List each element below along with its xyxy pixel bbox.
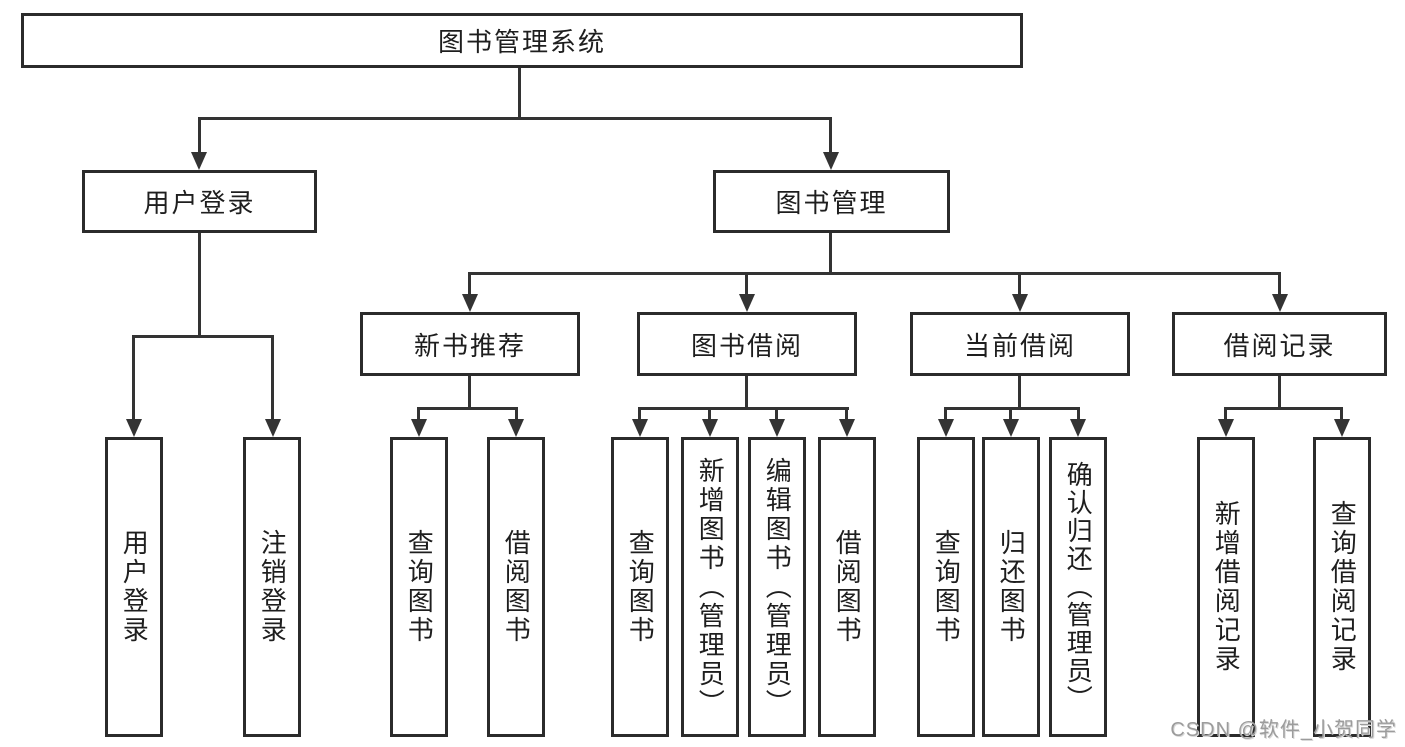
leaf-add-record: 新增借阅记录	[1197, 437, 1255, 737]
connector-drop	[845, 407, 848, 421]
connector-currentborrow-stub	[1018, 376, 1021, 410]
connector-drop	[1340, 407, 1343, 421]
leaf-query-book-2: 查询图书	[611, 437, 669, 737]
connector-drop-book-mgmt	[829, 117, 832, 155]
connector-root-stub	[518, 67, 521, 119]
connector-bookmgmt-rail	[468, 272, 1281, 275]
connector-records-stub	[1278, 376, 1281, 410]
arrowhead-down-icon	[508, 419, 524, 437]
connector-drop	[468, 272, 471, 297]
arrowhead-down-icon	[1334, 419, 1350, 437]
arrowhead-down-icon	[191, 152, 207, 170]
leaf-logout: 注销登录	[243, 437, 301, 737]
leaf-confirm-return: 确认归还（管理员）	[1049, 437, 1107, 737]
arrowhead-down-icon	[411, 419, 427, 437]
connector-userlogin-rail	[132, 335, 274, 338]
connector-drop	[1009, 407, 1012, 421]
connector-bookborrow-rail	[638, 407, 849, 410]
connector-drop	[775, 407, 778, 421]
leaf-add-book: 新增图书（管理员）	[681, 437, 739, 737]
connector-bookmgmt-stub	[829, 233, 832, 275]
connector-root-rail	[198, 117, 832, 120]
node-new-book-rec: 新书推荐	[360, 312, 580, 376]
connector-drop	[708, 407, 711, 421]
node-book-borrow: 图书借阅	[637, 312, 857, 376]
connector-drop	[638, 407, 641, 421]
connector-drop	[417, 407, 420, 421]
node-borrow-records: 借阅记录	[1172, 312, 1387, 376]
connector-drop	[1018, 272, 1021, 297]
node-current-borrow: 当前借阅	[910, 312, 1130, 376]
connector-drop	[1077, 407, 1080, 421]
arrowhead-down-icon	[126, 419, 142, 437]
arrowhead-down-icon	[839, 419, 855, 437]
leaf-query-book-3: 查询图书	[917, 437, 975, 737]
node-book-mgmt: 图书管理	[713, 170, 950, 233]
arrowhead-down-icon	[1003, 419, 1019, 437]
leaf-return-book: 归还图书	[982, 437, 1040, 737]
connector-drop	[1224, 407, 1227, 421]
leaf-edit-book: 编辑图书（管理员）	[748, 437, 806, 737]
leaf-borrow-book-2: 借阅图书	[818, 437, 876, 737]
csdn-watermark: CSDN @软件_小贺同学	[1170, 719, 1397, 741]
connector-drop-user-login	[198, 117, 201, 155]
leaf-query-record: 查询借阅记录	[1313, 437, 1371, 737]
arrowhead-down-icon	[1070, 419, 1086, 437]
arrowhead-down-icon	[823, 152, 839, 170]
connector-newbook-stub	[468, 376, 471, 410]
connector-drop	[515, 407, 518, 421]
arrowhead-down-icon	[739, 294, 755, 312]
arrowhead-down-icon	[1272, 294, 1288, 312]
arrowhead-down-icon	[702, 419, 718, 437]
connector-currentborrow-rail	[944, 407, 1080, 410]
arrowhead-down-icon	[1012, 294, 1028, 312]
connector-userlogin-stub	[198, 233, 201, 338]
node-root: 图书管理系统	[21, 13, 1023, 68]
leaf-borrow-book-1: 借阅图书	[487, 437, 545, 737]
connector-records-rail	[1224, 407, 1342, 410]
arrowhead-down-icon	[769, 419, 785, 437]
leaf-user-login: 用户登录	[105, 437, 163, 737]
node-user-login: 用户登录	[82, 170, 317, 233]
connector-bookborrow-stub	[745, 376, 748, 410]
arrowhead-down-icon	[938, 419, 954, 437]
connector-newbook-rail	[417, 407, 518, 410]
connector-drop	[271, 335, 274, 421]
leaf-query-book-1: 查询图书	[390, 437, 448, 737]
arrowhead-down-icon	[265, 419, 281, 437]
arrowhead-down-icon	[462, 294, 478, 312]
connector-drop	[745, 272, 748, 297]
arrowhead-down-icon	[1218, 419, 1234, 437]
connector-drop	[944, 407, 947, 421]
arrowhead-down-icon	[632, 419, 648, 437]
connector-drop	[1278, 272, 1281, 297]
connector-drop	[132, 335, 135, 421]
